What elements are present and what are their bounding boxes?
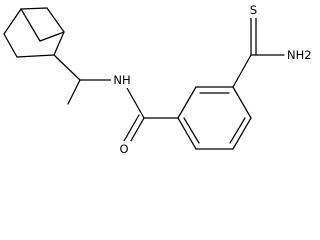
bond (232, 54, 252, 88)
norbornyl-group (3, 7, 65, 58)
molecule-structure: S NH2 NH O (3, 2, 317, 157)
bond (3, 8, 22, 35)
bond (20, 7, 48, 10)
sulfur-label: S (250, 3, 257, 17)
structure-figure: S NH2 NH O (3, 2, 317, 157)
benzene-ring (177, 86, 252, 150)
bond (53, 54, 81, 81)
atom-label-O: O (117, 141, 131, 157)
bond (20, 8, 41, 42)
oxygen-label: O (119, 142, 128, 156)
atom-label-NH: NH (111, 73, 133, 88)
bond (232, 117, 252, 150)
bond (3, 33, 18, 58)
ethyl-linker (53, 54, 114, 105)
bond (177, 117, 197, 150)
bond (183, 117, 200, 144)
bond (123, 114, 140, 142)
bond (229, 117, 246, 144)
atom-label-S: S (246, 2, 260, 18)
amide-nitrogen-label: NH (113, 73, 130, 87)
atom-label-NH2: NH2 (285, 47, 317, 63)
bond (67, 79, 81, 105)
bond (46, 7, 65, 33)
thioamide-group (250, 17, 285, 56)
bond (232, 86, 252, 119)
bond (126, 87, 145, 119)
amine-label: NH2 (287, 48, 312, 62)
bond (16, 54, 55, 58)
bond (53, 31, 65, 56)
bond (39, 31, 65, 42)
bond (177, 86, 197, 119)
